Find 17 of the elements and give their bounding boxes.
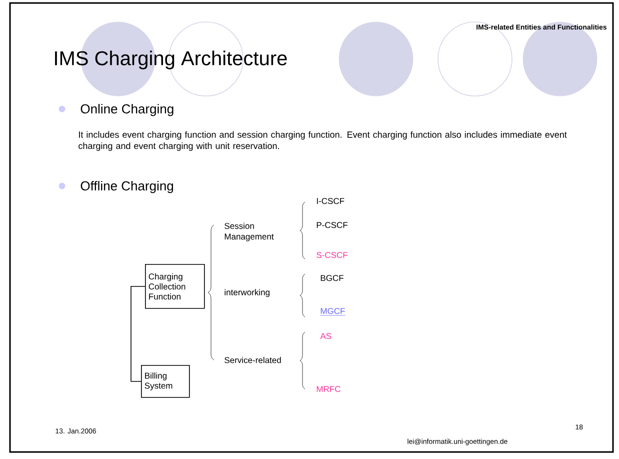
connector-line xyxy=(130,286,146,382)
entity-label: I-CSCF xyxy=(316,198,344,204)
bullet-heading: Online Charging xyxy=(80,104,174,116)
paragraph: It includes event charging function and session charging function. Event charging function also includes immediate event charging and event charging with unit reservation. xyxy=(78,131,567,151)
function-box: Billing System xyxy=(141,365,190,398)
entity-label: MRFC xyxy=(316,386,340,392)
entity-label: P-CSCF xyxy=(316,222,348,228)
slide-title: IMS Charging Architecture xyxy=(55,50,287,70)
category-label: interworking xyxy=(224,289,270,297)
entity-label: AS xyxy=(320,333,332,339)
entity-label: BGCF xyxy=(320,275,344,281)
category-label: Session Management xyxy=(224,222,274,242)
bullet-heading: Offline Charging xyxy=(80,180,174,194)
function-box: Charging Collection Function xyxy=(145,264,205,309)
entity-link: MGCF xyxy=(320,308,346,316)
category-label: Service-related xyxy=(224,356,281,364)
entity-label: S-CSCF xyxy=(316,252,348,258)
